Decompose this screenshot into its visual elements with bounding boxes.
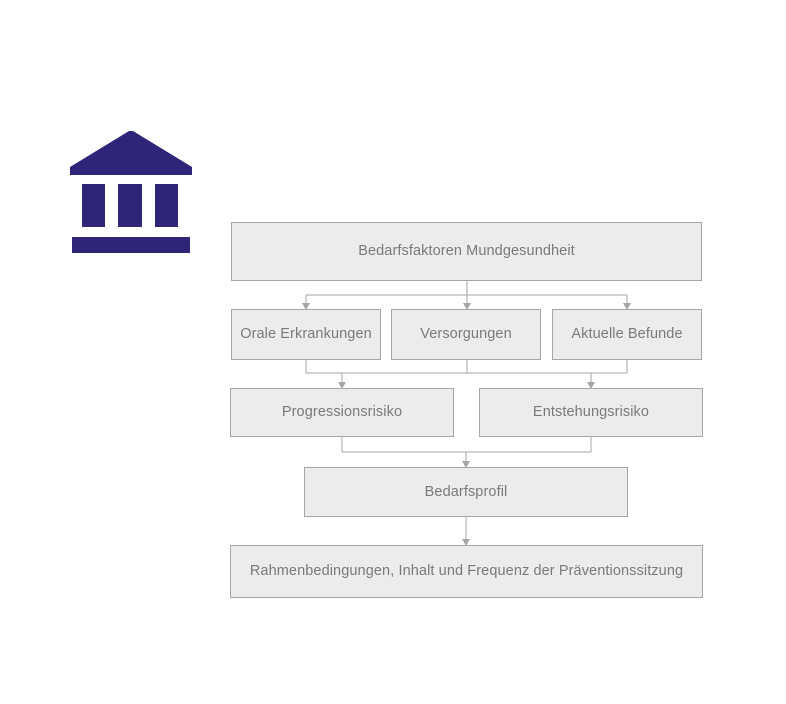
flow-node-bedarfsprofil: Bedarfsprofil <box>304 467 628 517</box>
bank-icon-shapes <box>70 131 192 253</box>
flow-node-versorgungen: Versorgungen <box>391 309 541 360</box>
flow-node-progressionsrisiko: Progressionsrisiko <box>230 388 454 437</box>
flow-node-label: Entstehungsrisiko <box>532 404 650 421</box>
flow-node-label: Aktuelle Befunde <box>571 326 683 343</box>
flow-node-rahmenbedingungen: Rahmenbedingungen, Inhalt und Frequenz d… <box>230 545 703 598</box>
flow-node-entstehungsrisiko: Entstehungsrisiko <box>479 388 703 437</box>
flow-node-label: Progressionsrisiko <box>281 404 403 421</box>
flow-node-label: Orale Erkrankungen <box>240 326 372 343</box>
flow-node-label: Bedarfsfaktoren Mundgesundheit <box>358 243 575 260</box>
flow-node-label: Bedarfsprofil <box>424 483 508 500</box>
flow-node-orale-erkrankungen: Orale Erkrankungen <box>231 309 381 360</box>
bank-icon <box>70 131 192 253</box>
flow-node-label: Rahmenbedingungen, Inhalt und Frequenz d… <box>249 563 684 580</box>
flow-node-bedarfsfaktoren-mundgesundheit: Bedarfsfaktoren Mundgesundheit <box>231 222 702 281</box>
flow-node-label: Versorgungen <box>420 326 512 343</box>
flow-node-aktuelle-befunde: Aktuelle Befunde <box>552 309 702 360</box>
